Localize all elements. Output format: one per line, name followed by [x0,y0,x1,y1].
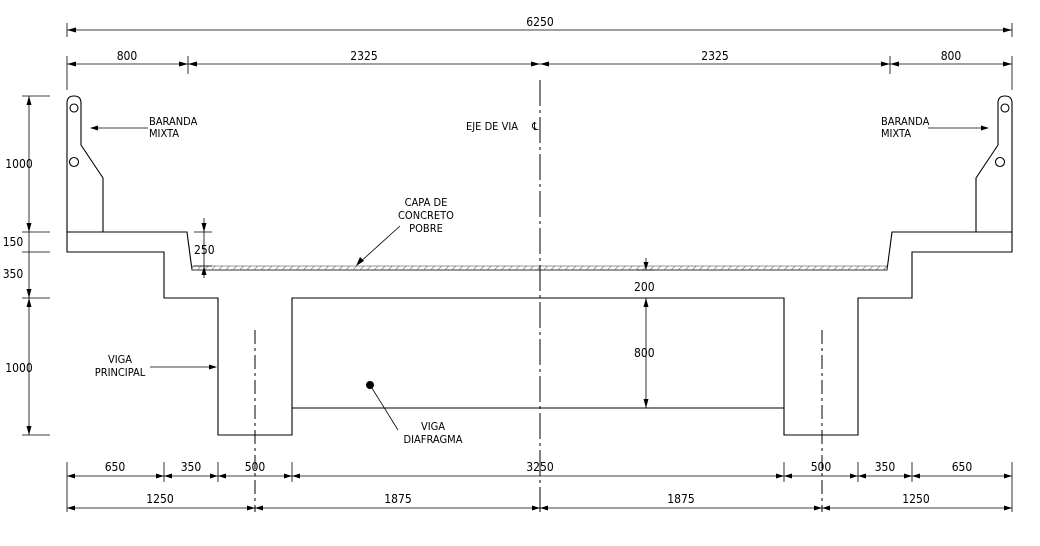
label-capa-concreto: CAPA DE CONCRETO POBRE [356,196,454,266]
baranda-right-line2: MIXTA [881,127,911,140]
vert-dim-girder: 1000 [5,361,33,375]
curb-depth-label: 250 [194,243,215,257]
total-width-label: 6250 [526,15,554,29]
label-baranda-right: BARANDA MIXTA [881,115,989,140]
top-dim-1: 800 [117,49,138,63]
baranda-right-line1: BARANDA [881,115,930,128]
bottom2-dim-3: 1875 [667,492,694,506]
eje-de-via-text: EJE DE VIA [466,120,518,133]
top-segment-dimensions: 800 2325 2325 800 [66,49,1013,90]
bottom1-dim-2: 350 [181,460,202,474]
deck-outline [66,231,1013,436]
bottom1-dim-1: 650 [105,460,126,474]
bottom-dimensions-row2: 1250 1875 1875 1250 [67,492,1012,511]
centerline-symbol: ℄ [531,120,539,133]
viga-diafragma-line1: VIGA [421,420,445,433]
curb-depth-dimension: 250 [194,218,215,278]
vert-dim-railing: 1000 [5,157,33,171]
top-dim-4: 800 [941,49,962,63]
top-dim-3: 2325 [701,49,728,63]
bottom1-dim-4: 3250 [526,460,554,474]
viga-diafragma-line2: DIAFRAGMA [404,433,463,446]
baranda-left-line1: BARANDA [149,115,198,128]
left-vertical-dimensions: 1000 150 350 1000 [3,95,50,436]
label-viga-principal: VIGA PRINCIPAL [95,353,217,379]
right-railing [975,95,1013,232]
slab-thickness-dimension: 200 [634,258,655,294]
slab-thickness-label: 200 [634,280,655,294]
bottom1-dim-3: 500 [245,460,266,474]
viga-principal-line1: VIGA [108,353,132,366]
bottom2-dim-4: 1250 [902,492,930,506]
bottom1-dim-5: 500 [811,460,832,474]
capa-line1: CAPA DE [405,196,448,209]
capa-line3: POBRE [409,222,443,235]
label-eje-de-via: EJE DE VIA ℄ [466,120,539,133]
top-dim-2: 2325 [350,49,377,63]
left-railing [66,95,104,232]
vert-dim-curb: 150 [3,235,24,249]
diaphragm-height-label: 800 [634,346,655,360]
bottom1-dim-6: 350 [875,460,896,474]
bottom-dimensions-row1: 650 350 500 3250 500 350 650 [66,460,1013,512]
label-viga-diafragma: VIGA DIAFRAGMA [366,381,463,446]
vert-dim-slab: 350 [3,267,24,281]
bottom2-dim-1: 1250 [146,492,174,506]
label-baranda-left: BARANDA MIXTA [90,115,198,140]
total-width-dimension: 6250 [66,15,1013,37]
capa-line2: CONCRETO [398,209,454,222]
bottom1-dim-7: 650 [952,460,973,474]
bottom2-dim-2: 1875 [384,492,411,506]
viga-principal-line2: PRINCIPAL [95,366,146,379]
baranda-left-line2: MIXTA [149,127,179,140]
diaphragm-height-dimension: 800 [634,298,655,408]
